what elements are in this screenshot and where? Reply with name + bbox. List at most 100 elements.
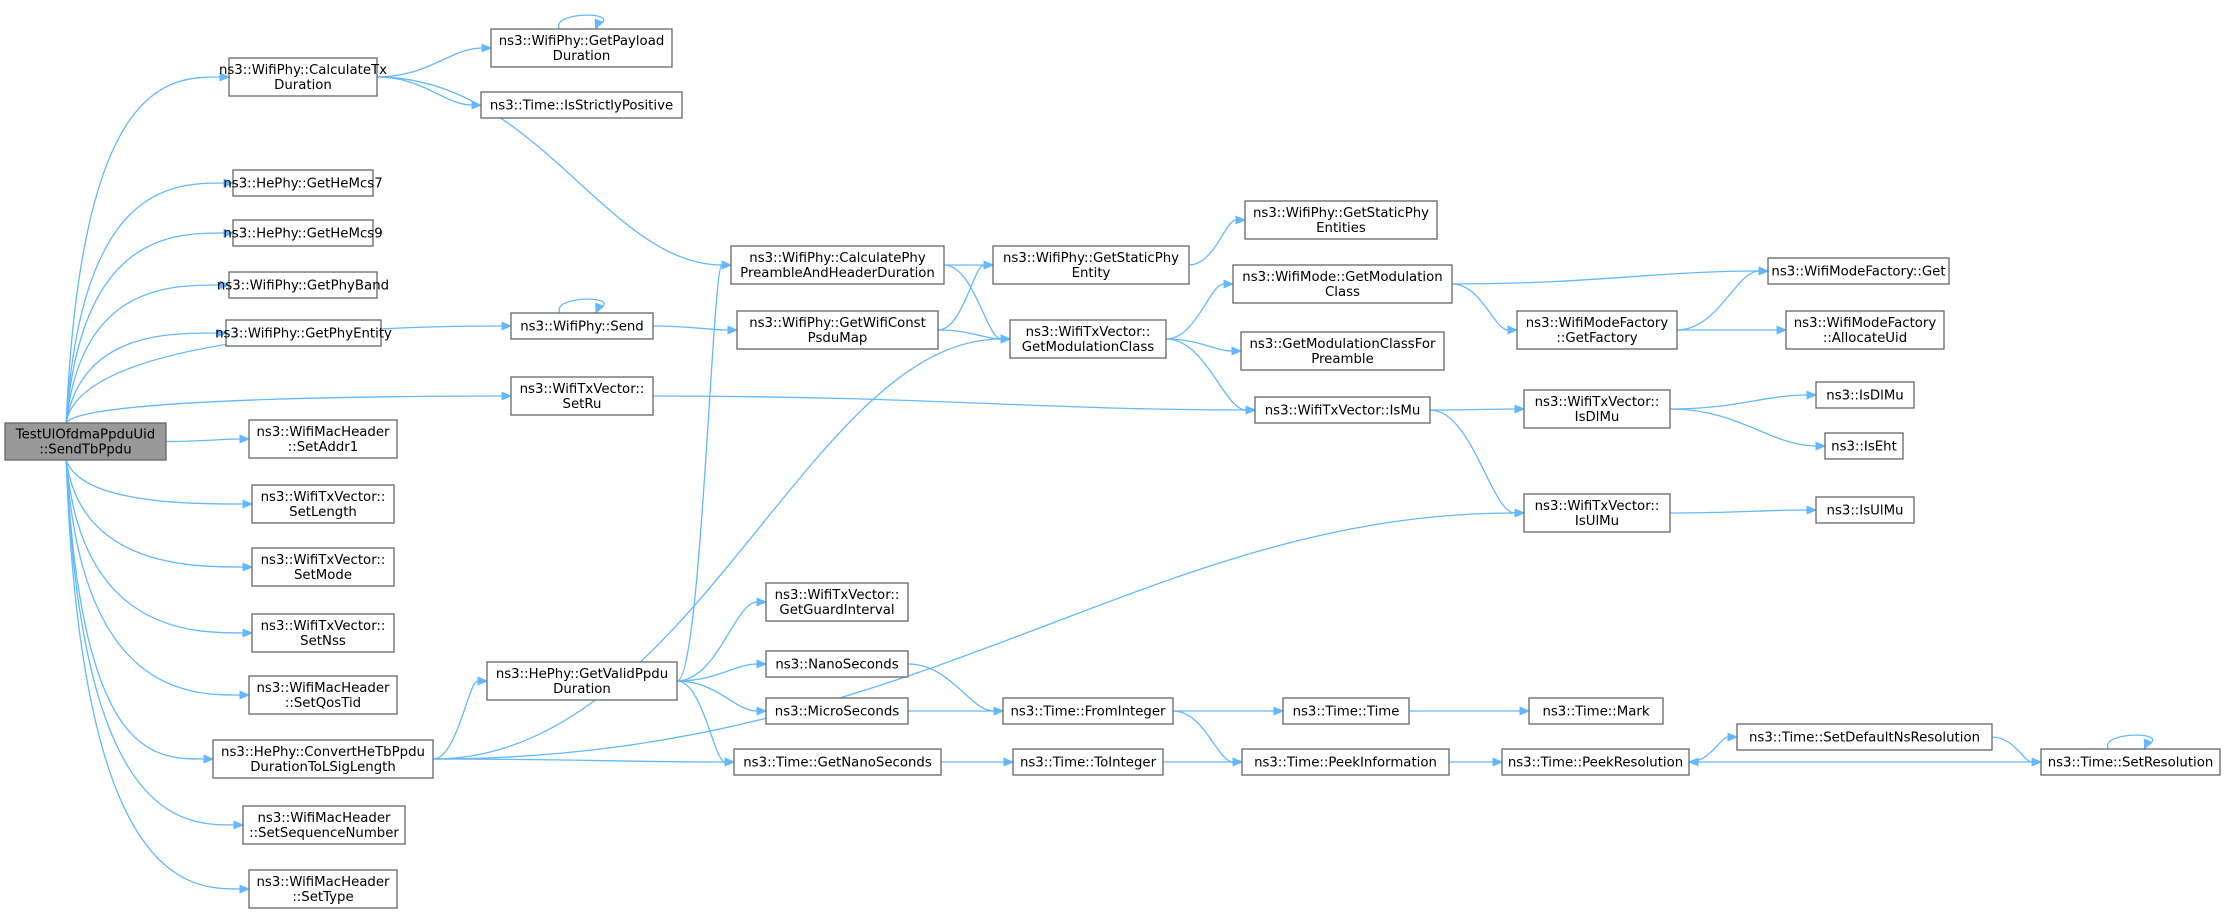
edge-arrowhead [501,391,513,401]
node-modeGetModClass[interactable]: ns3::WifiMode::GetModulationClass [1232,264,1453,304]
edge-line [432,680,479,760]
edge-arrowhead [239,690,251,700]
node-label: ::SetAddr1 [288,440,358,455]
node-setRu[interactable]: ns3::WifiTxVector::SetRu [510,376,654,416]
edge-line [676,680,726,763]
edge-line [943,264,1002,340]
node-setMode[interactable]: ns3::WifiTxVector::SetMode [251,547,395,587]
edge-line [1165,338,1233,352]
node-timeTime[interactable]: ns3::Time::Time [1282,697,1410,725]
node-box [733,748,942,776]
edge-arrowhead [1507,325,1519,335]
node-label: ns3::Time::GetNanoSeconds [743,756,932,771]
node-setSeq[interactable]: ns3::WifiMacHeader::SetSequenceNumber [242,805,406,845]
edge-line [1451,270,1760,285]
node-box [1282,697,1410,725]
edge-getWifiConst-to-txGetModClass [937,329,1012,344]
edge-getValidPpdu-to-getNanoSeconds [676,680,736,767]
node-label: ns3::Time::FromInteger [1010,705,1166,720]
node-label: Preamble [1311,352,1374,367]
node-box [1002,697,1174,725]
node-send[interactable]: ns3::WifiPhy::Send [510,312,654,340]
node-root[interactable]: TestUlOfdmaPpduUid::SendTbPpdu [4,422,167,461]
node-isMu[interactable]: ns3::WifiTxVector::IsMu [1254,396,1431,424]
edge-arrowhead [1776,325,1788,335]
node-label: ns3::WifiTxVector:: [775,588,900,603]
node-setResolution[interactable]: ns3::Time::SetResolution [2040,748,2221,776]
edge-getFactory-to-allocateUid [1677,325,1788,335]
edge-root-to-getHeMcs7 [65,178,235,424]
node-label: ns3::HePhy::GetHeMcs9 [223,227,382,242]
edge-arrowhead [1000,334,1012,344]
node-peekInfo[interactable]: ns3::Time::PeekInformation [1241,748,1450,776]
node-toInteger[interactable]: ns3::Time::ToInteger [1012,748,1164,776]
node-getHeMcs9[interactable]: ns3::HePhy::GetHeMcs9 [223,219,383,247]
edge-microSeconds-to-fromInteger [908,706,1005,716]
edge-root-to-setAddr1 [165,434,251,444]
edge-fromInteger-to-peekInfo [1172,710,1244,767]
edge-timeTime-to-mark [1409,706,1531,716]
edge-arrowhead [756,597,768,607]
edge-calcTx-to-isStrictlyPositive [376,76,483,110]
edge-isMu-to-txIsDlMu [1429,404,1526,414]
node-getNanoSeconds[interactable]: ns3::Time::GetNanoSeconds [733,748,942,776]
node-label: PreambleAndHeaderDuration [740,266,935,281]
node-peekRes[interactable]: ns3::Time::PeekResolution [1501,748,1690,776]
edge-isMu-to-txIsUlMu [1429,409,1526,518]
edge-line [65,332,218,424]
node-mark[interactable]: ns3::Time::Mark [1528,697,1664,725]
node-label: ns3::WifiModeFactory [1526,316,1669,331]
node-allocateUid[interactable]: ns3::WifiModeFactory::AllocateUid [1785,310,1945,350]
edge-line [1165,338,1247,411]
node-label: ns3::WifiModeFactory [1794,316,1937,331]
node-microSeconds[interactable]: ns3::MicroSeconds [765,697,909,725]
node-getPhyBand[interactable]: ns3::WifiPhy::GetPhyBand [217,271,389,299]
node-txGetModClass[interactable]: ns3::WifiTxVector::GetModulationClass [1009,319,1167,359]
node-convertHe[interactable]: ns3::HePhy::ConvertHeTbPpduDurationToLSi… [212,739,434,779]
node-label: ns3::WifiTxVector:: [261,490,386,505]
edge-getValidPpdu-to-microSeconds [676,680,768,716]
node-box [232,169,374,197]
node-label: ns3::WifiPhy::GetStaticPhy [1253,206,1429,221]
node-txIsDlMu[interactable]: ns3::WifiTxVector::IsDlMu [1523,389,1671,429]
node-label: Entities [1316,221,1366,236]
node-getFactory[interactable]: ns3::WifiModeFactory::GetFactory [1516,310,1678,350]
node-txIsUlMu[interactable]: ns3::WifiTxVector::IsUlMu [1523,493,1671,533]
node-getPhyEntity[interactable]: ns3::WifiPhy::GetPhyEntity [215,319,392,347]
node-isStrictlyPositive[interactable]: ns3::Time::IsStrictlyPositive [480,91,683,119]
node-label: GetGuardInterval [779,603,894,618]
edge-line [676,601,758,682]
node-getGuard[interactable]: ns3::WifiTxVector::GetGuardInterval [765,582,909,622]
node-isDlMu[interactable]: ns3::IsDlMu [1815,381,1915,409]
node-setType[interactable]: ns3::WifiMacHeader::SetType [248,869,398,909]
node-setQosTid[interactable]: ns3::WifiMacHeader::SetQosTid [248,675,398,715]
node-isEht[interactable]: ns3::IsEht [1824,432,1904,460]
node-nanoSeconds[interactable]: ns3::NanoSeconds [765,650,909,678]
node-setNss[interactable]: ns3::WifiTxVector::SetNss [251,613,395,653]
node-setDefaultNs[interactable]: ns3::Time::SetDefaultNsResolution [1736,723,1993,751]
edge-root-to-setType [65,459,251,894]
node-label: SetLength [289,505,357,520]
node-calcPreamble[interactable]: ns3::WifiPhy::CalculatePhyPreambleAndHea… [730,245,945,285]
edge-line [65,459,244,568]
node-setAddr1[interactable]: ns3::WifiMacHeader::SetAddr1 [248,419,398,459]
edge-arrowhead [1806,505,1818,515]
edge-root-to-setNss [65,459,254,638]
edge-arrowhead [1758,266,1770,276]
node-isUlMu[interactable]: ns3::IsUlMu [1815,496,1915,524]
node-label: ns3::Time::PeekInformation [1254,756,1437,771]
node-factoryGet[interactable]: ns3::WifiModeFactory::Get [1767,257,1950,285]
node-fromInteger[interactable]: ns3::Time::FromInteger [1002,697,1174,725]
node-box [510,312,654,340]
node-getHeMcs7[interactable]: ns3::HePhy::GetHeMcs7 [223,169,383,197]
node-setLength[interactable]: ns3::WifiTxVector::SetLength [251,484,395,524]
node-label: ns3::WifiPhy::Send [520,320,644,335]
edge-root-to-getPhyBand [65,280,231,424]
